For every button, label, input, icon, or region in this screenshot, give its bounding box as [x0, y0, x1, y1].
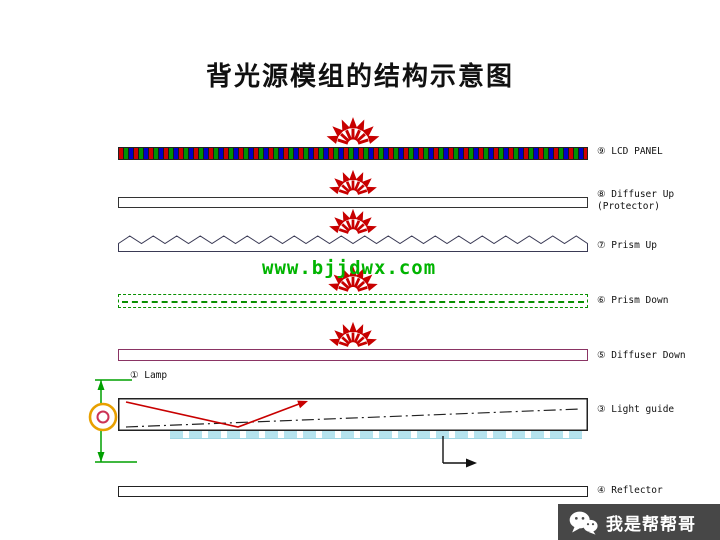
- page-title: 背光源模组的结构示意图: [205, 62, 514, 91]
- lcd-panel-label: ⑨ LCD PANEL: [597, 146, 663, 157]
- prism-up-shape: [118, 235, 588, 252]
- diffuser-down-label: ⑤ Diffuser Down: [597, 350, 686, 361]
- diffuser-up-sublabel: (Protector): [597, 201, 660, 212]
- dot-pattern: [170, 431, 582, 439]
- light-ray-arrowhead: [297, 400, 308, 409]
- wechat-badge: 我是帮帮哥: [558, 504, 720, 540]
- watermark-text: www.bjjdwx.com: [262, 257, 437, 279]
- reflector-label: ④ Reflector: [597, 485, 663, 496]
- diffuser-up-label: ⑧ Diffuser Up: [597, 189, 675, 200]
- light-burst-icon: [321, 115, 385, 147]
- prism-down-label: ⑥ Prism Down: [597, 295, 669, 306]
- light-burst-icon: [324, 168, 382, 197]
- lamp-label: ① Lamp: [130, 370, 168, 381]
- exit-arrow: [442, 436, 477, 468]
- light-guide-centerline: [125, 408, 581, 428]
- prism-down-bar: [118, 294, 588, 308]
- light-guide-label: ③ Light guide: [597, 404, 675, 415]
- reflector-bar: [118, 486, 588, 497]
- lcd-panel-bar: [118, 147, 588, 160]
- light-ray-path: [125, 401, 300, 428]
- prism-down-dash-line: [122, 301, 584, 303]
- light-burst-icon: [324, 320, 382, 349]
- light-guide-bar: [118, 398, 588, 431]
- light-burst-icon: [324, 207, 382, 236]
- diffuser-up-bar: [118, 197, 588, 208]
- dimension-line: [95, 379, 137, 463]
- wechat-icon: [569, 511, 598, 535]
- prism-up-label: ⑦ Prism Up: [597, 240, 657, 251]
- diffuser-down-bar: [118, 349, 588, 361]
- lamp-icon: [88, 402, 118, 432]
- wechat-badge-text: 我是帮帮哥: [606, 514, 696, 534]
